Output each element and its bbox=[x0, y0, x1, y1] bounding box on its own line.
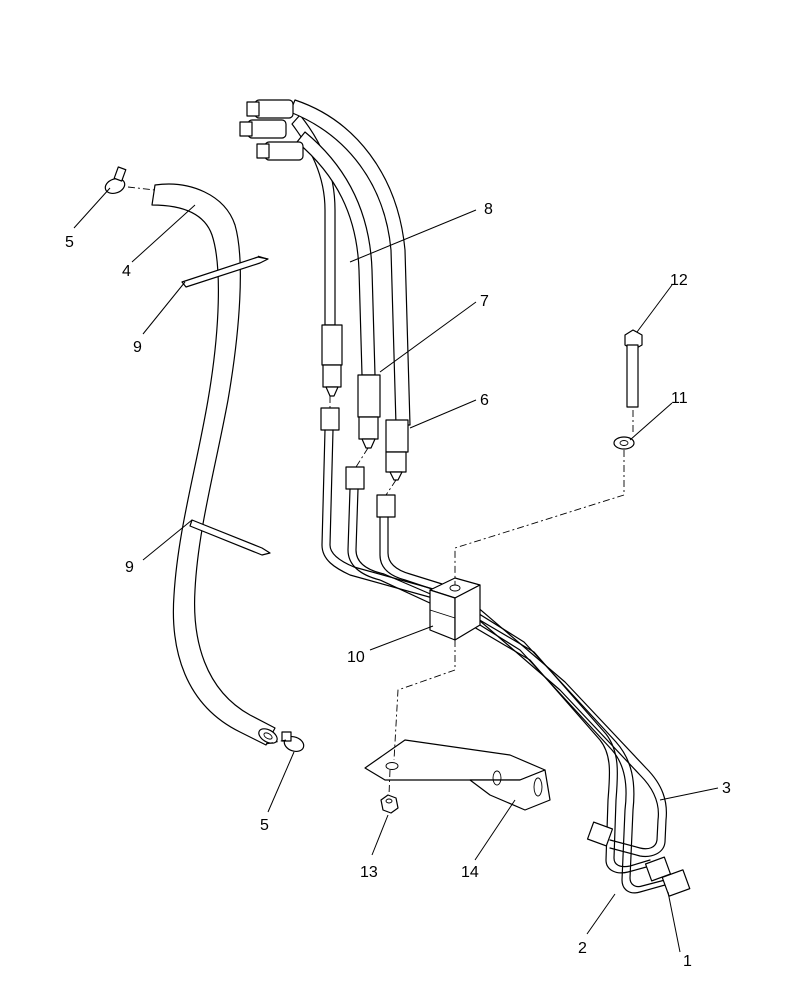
washer-part-11 bbox=[613, 436, 635, 450]
hose-part-4 bbox=[151, 183, 278, 746]
callout-7: 7 bbox=[480, 293, 489, 310]
callout-2: 2 bbox=[578, 940, 587, 957]
hose-clamp-part-5-top bbox=[104, 166, 156, 195]
callout-9-lower: 9 bbox=[125, 559, 134, 576]
callout-5-bottom: 5 bbox=[260, 817, 269, 834]
leader-lines bbox=[73, 187, 719, 953]
hydraulic-hoses-parts-6-7-8 bbox=[239, 99, 411, 481]
callout-6: 6 bbox=[480, 392, 489, 409]
callout-8: 8 bbox=[484, 201, 493, 218]
hose-clamp-part-5-bottom bbox=[281, 731, 305, 753]
callout-14: 14 bbox=[461, 864, 479, 881]
callout-11: 11 bbox=[671, 390, 688, 407]
callout-4: 4 bbox=[122, 263, 131, 280]
callout-9-upper: 9 bbox=[133, 339, 142, 356]
callout-5-top: 5 bbox=[65, 234, 74, 251]
callout-1: 1 bbox=[683, 953, 692, 970]
callout-12: 12 bbox=[670, 272, 688, 289]
cable-tie-part-9-lower bbox=[189, 519, 271, 556]
steel-tubes-parts-1-2-3 bbox=[320, 407, 691, 897]
callout-10: 10 bbox=[347, 649, 365, 666]
bolt-part-12 bbox=[624, 329, 643, 408]
bracket-part-14 bbox=[364, 739, 551, 811]
nut-part-13 bbox=[380, 794, 399, 814]
cable-tie-part-9-upper bbox=[181, 255, 269, 288]
callout-13: 13 bbox=[360, 864, 378, 881]
callout-3: 3 bbox=[722, 780, 731, 797]
tube-clamp-part-10 bbox=[429, 577, 481, 641]
callout-labels: 1 2 3 4 5 5 6 7 8 9 9 10 11 12 13 14 bbox=[65, 201, 731, 970]
alignment-lines bbox=[265, 396, 634, 796]
